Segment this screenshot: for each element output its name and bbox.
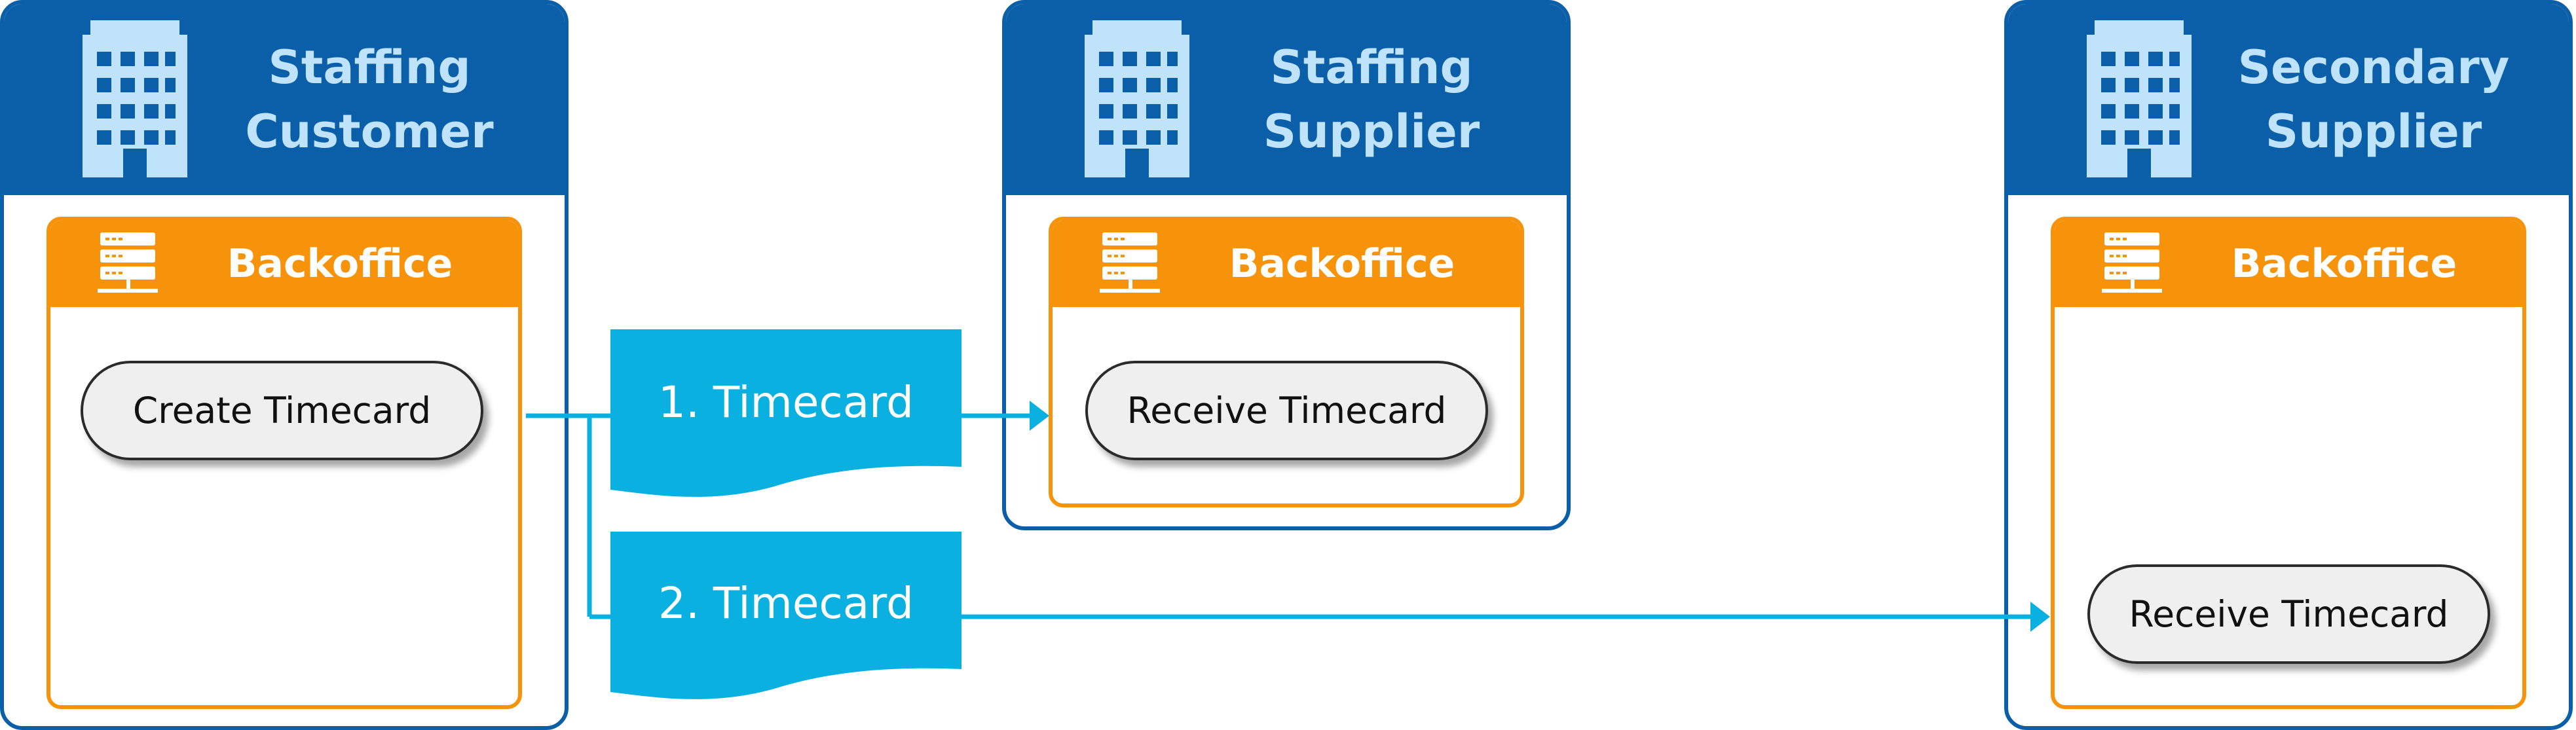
message-label-2: 2. Timecard bbox=[658, 578, 914, 629]
org-header: Secondary Supplier bbox=[2008, 4, 2569, 195]
org-title: Secondary Supplier bbox=[2237, 41, 2510, 158]
backoffice-header: Backoffice bbox=[50, 221, 518, 307]
org-staffing-customer: Staffing Customer Backoffice bbox=[0, 0, 569, 730]
receive-timecard-action[interactable]: Receive Timecard bbox=[2087, 564, 2490, 664]
backoffice-title: Backoffice bbox=[1229, 241, 1455, 287]
org-title: Staffing Customer bbox=[245, 41, 494, 158]
backoffice-header: Backoffice bbox=[2055, 221, 2522, 307]
backoffice-panel: Backoffice bbox=[47, 217, 522, 709]
backoffice-title: Backoffice bbox=[227, 241, 453, 287]
message-document-1 bbox=[610, 329, 961, 497]
create-timecard-action[interactable]: Create Timecard bbox=[81, 361, 483, 460]
org-header: Staffing Supplier bbox=[1006, 4, 1567, 195]
message-document-2 bbox=[610, 532, 961, 699]
arrowhead bbox=[2030, 602, 2050, 632]
org-header: Staffing Customer bbox=[4, 4, 565, 195]
org-title: Staffing Supplier bbox=[1263, 41, 1480, 158]
arrowhead bbox=[1030, 401, 1049, 431]
backoffice-title: Backoffice bbox=[2231, 241, 2457, 287]
message-label-1: 1. Timecard bbox=[658, 377, 914, 428]
receive-timecard-action[interactable]: Receive Timecard bbox=[1085, 361, 1488, 460]
backoffice-header: Backoffice bbox=[1053, 221, 1520, 307]
